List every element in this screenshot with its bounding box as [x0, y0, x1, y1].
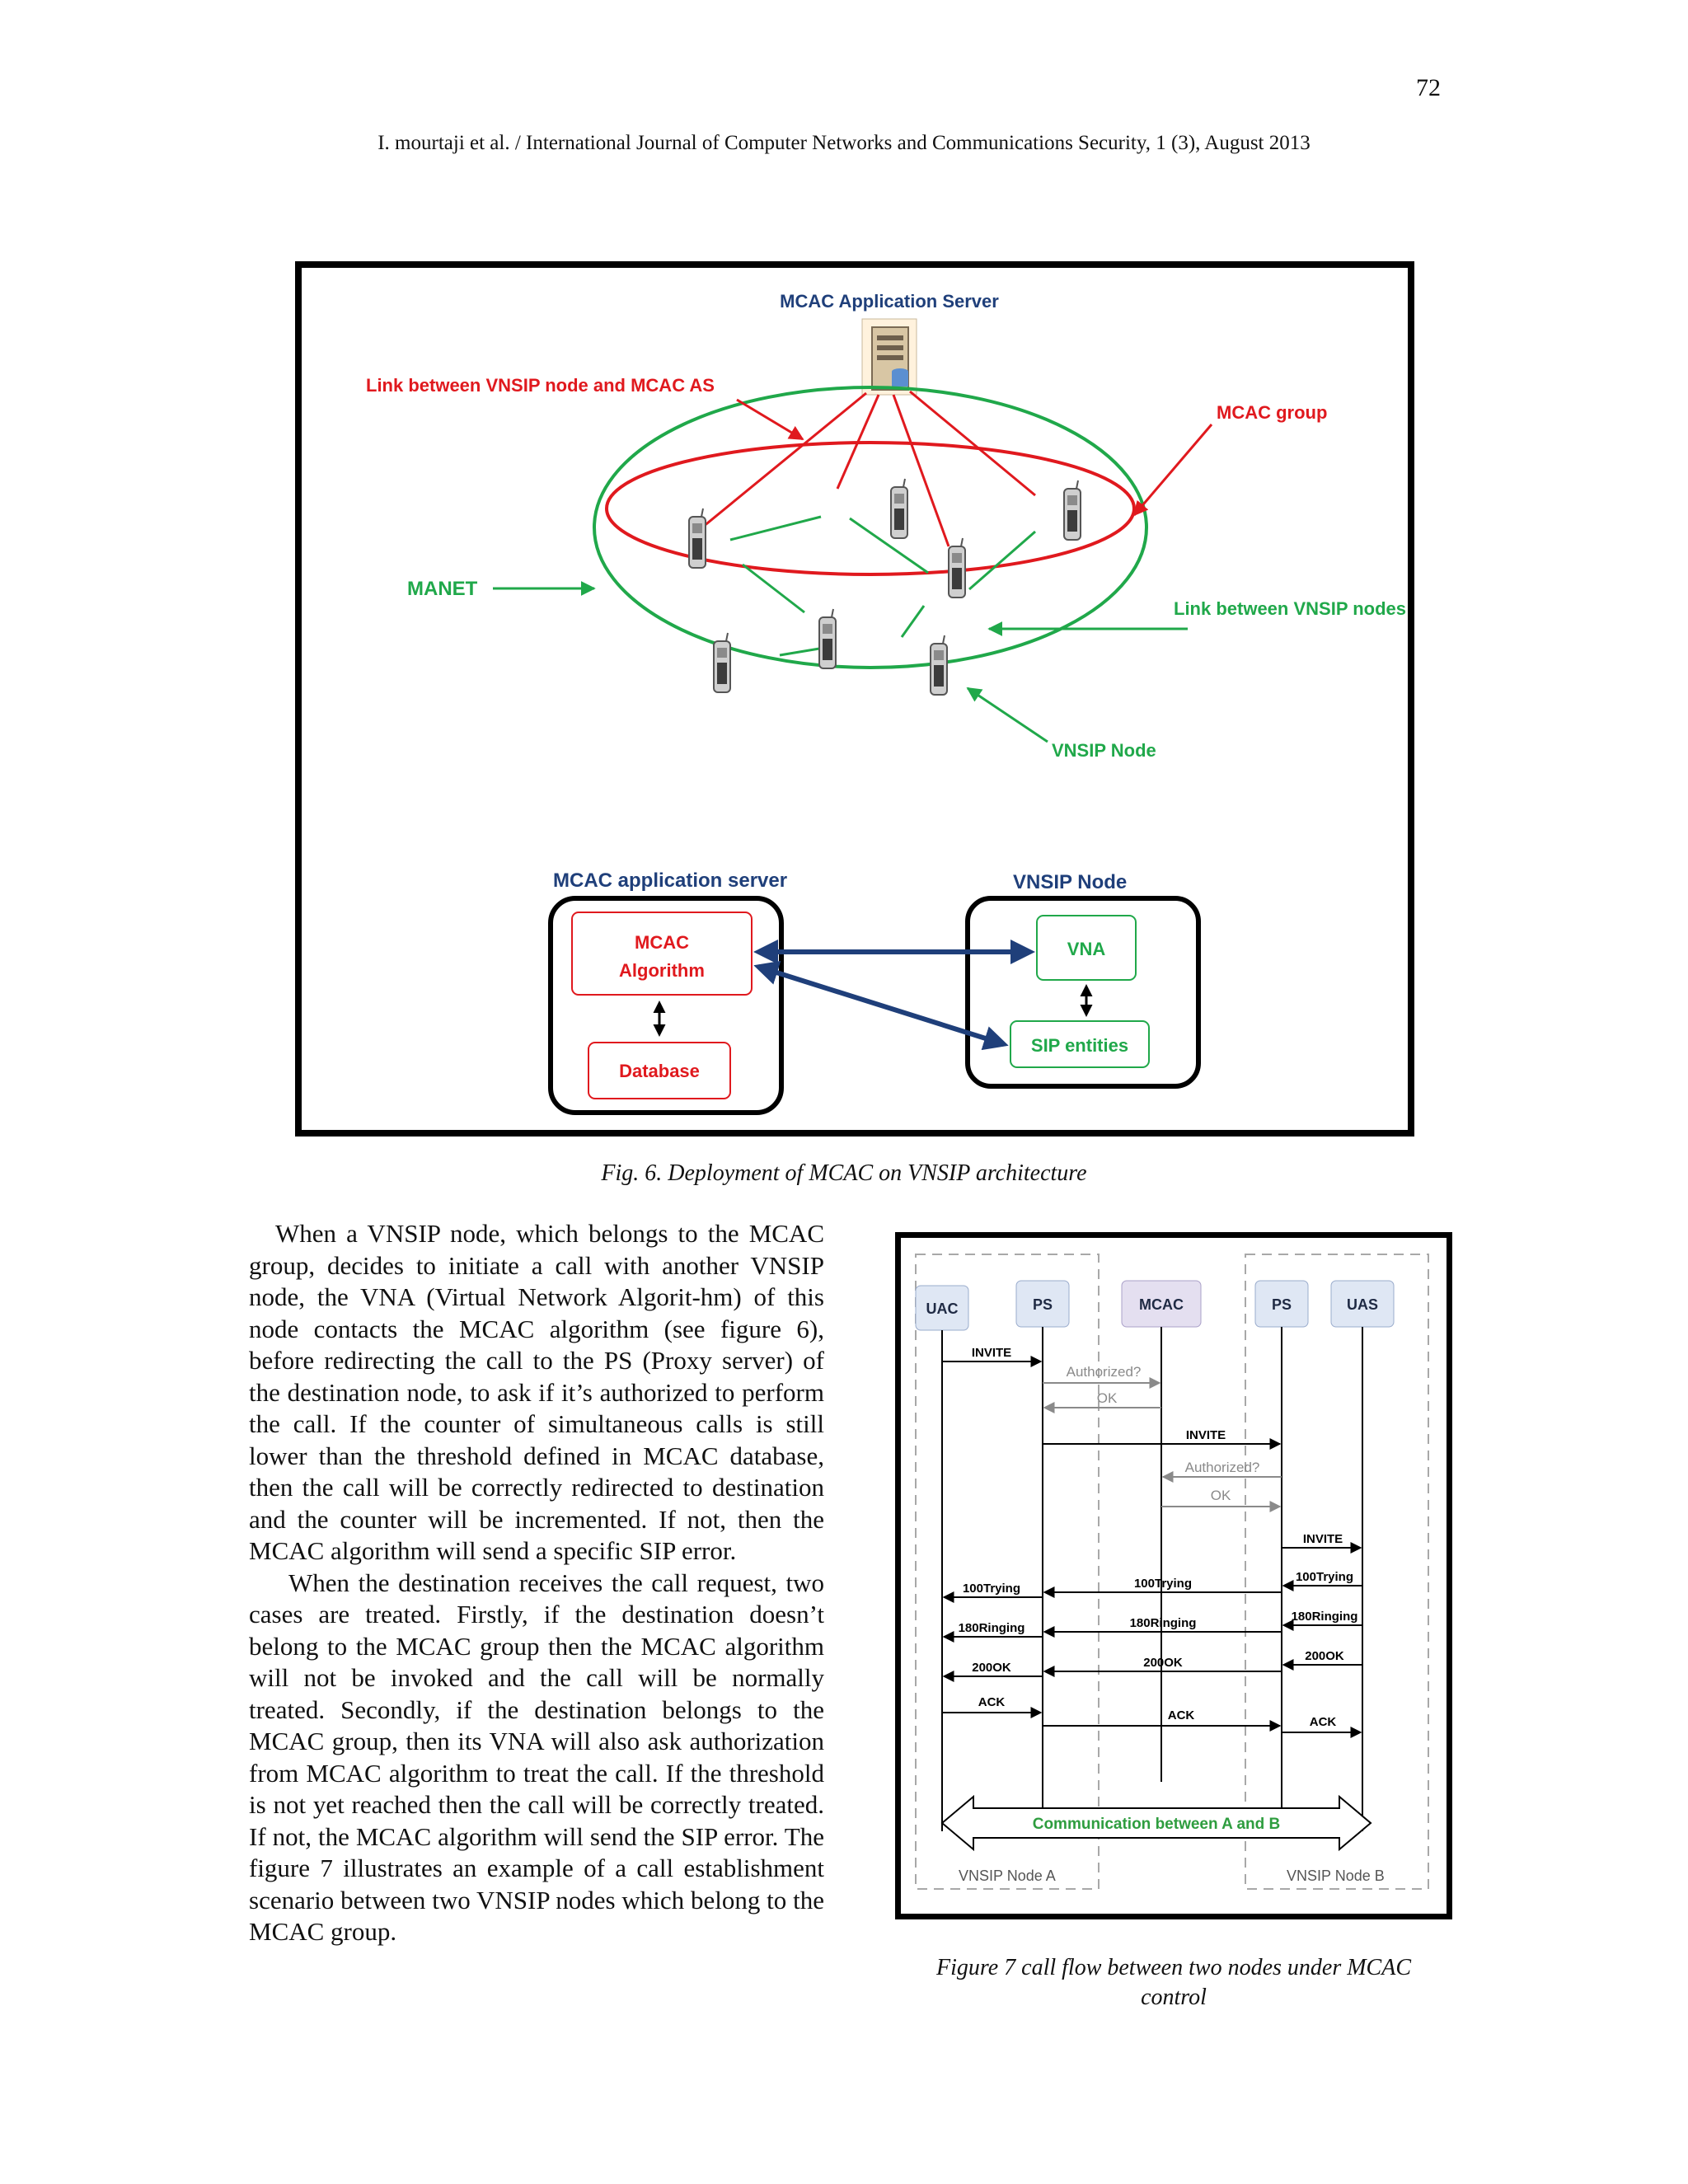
node-title: VNSIP Node: [1013, 871, 1127, 893]
node-b-label: VNSIP Node B: [1287, 1868, 1385, 1884]
figure-6: MCAC Application Server Link bet: [295, 261, 1414, 1137]
msg-trying-uac: 100Trying: [963, 1582, 1020, 1596]
msg-ok-1: OK: [1097, 1390, 1118, 1406]
msg-authorized-1: Authorized?: [1067, 1364, 1142, 1380]
msg-authorized-2: Authorized?: [1185, 1460, 1260, 1475]
svg-text:UAC: UAC: [926, 1301, 959, 1317]
svg-text:PS: PS: [1033, 1296, 1053, 1313]
msg-200ok-uac: 200OK: [972, 1661, 1011, 1675]
node-b-region: [1245, 1254, 1429, 1890]
mcac-group-label: MCAC group: [1217, 402, 1327, 423]
communication-label: Communication between A and B: [1033, 1816, 1281, 1833]
phone-icon: [713, 632, 731, 693]
sip-entities-box: [1010, 1020, 1150, 1068]
communication-arrow: [940, 1794, 1372, 1852]
vnsip-node-label: VNSIP Node: [1052, 740, 1156, 761]
node-a-region: [915, 1254, 1100, 1890]
msg-invite-3: INVITE: [1303, 1532, 1343, 1546]
link-nodes-label: Link between VNSIP nodes: [1174, 598, 1406, 619]
msg-ack-2: ACK: [1168, 1708, 1195, 1722]
msg-200ok-mid: 200OK: [1143, 1656, 1183, 1670]
figure-7: UAC PS MCAC PS UAS INVITE: [895, 1232, 1452, 1919]
msg-invite-2: INVITE: [1186, 1428, 1226, 1442]
entity-ps-b: PS: [1254, 1280, 1309, 1328]
phone-icon: [930, 635, 948, 696]
msg-ok-2: OK: [1211, 1488, 1231, 1503]
algorithm-line1: MCAC: [635, 932, 689, 953]
phone-icon: [688, 508, 706, 569]
entity-uac: UAC: [915, 1285, 969, 1331]
msg-trying-mid: 100Trying: [1134, 1577, 1192, 1591]
vna-box: [1036, 915, 1137, 981]
algorithm-sip-link: [753, 960, 1009, 1051]
msg-ack-1: ACK: [978, 1695, 1006, 1709]
svg-text:MCAC: MCAC: [1139, 1296, 1184, 1313]
node-links: [729, 515, 1036, 657]
running-head: I. mourtaji et al. / International Journ…: [377, 132, 1311, 154]
database-label: Database: [619, 1061, 700, 1081]
mcac-algorithm-box: [571, 912, 753, 996]
manet-label: MANET: [407, 578, 478, 600]
vna-label: VNA: [1067, 939, 1106, 959]
entity-uas: UAS: [1330, 1280, 1395, 1328]
sip-entities-label: SIP entities: [1031, 1035, 1128, 1056]
figure-7-caption: Figure 7 call flow between two nodes und…: [895, 1953, 1452, 2013]
node-a-label: VNSIP Node A: [959, 1868, 1056, 1884]
as-links: [688, 390, 1036, 547]
svg-text:PS: PS: [1272, 1296, 1292, 1313]
link-as-label: Link between VNSIP node and MCAC AS: [366, 375, 715, 396]
lifelines: [941, 1327, 1363, 1831]
phone-icon: [948, 537, 966, 598]
paragraph: When the destination receives the call r…: [249, 1568, 824, 1947]
entity-mcac: MCAC: [1121, 1280, 1202, 1328]
body-text: When a VNSIP node, which belongs to the …: [249, 1218, 824, 1948]
msg-invite-1: INVITE: [972, 1346, 1011, 1360]
msg-ack-3: ACK: [1310, 1715, 1337, 1729]
figure-7-diagram: UAC PS MCAC PS UAS INVITE: [915, 1254, 1429, 1890]
server-icon: [861, 318, 917, 396]
server-label: MCAC Application Server: [780, 291, 999, 312]
msg-ringing-uac: 180Ringing: [959, 1621, 1025, 1635]
page-number: 72: [1416, 74, 1441, 101]
entity-ps-a: PS: [1015, 1280, 1070, 1328]
node-box: [965, 896, 1201, 1089]
phone-icon: [890, 478, 908, 539]
mcac-group-ellipse: [605, 441, 1136, 576]
msg-trying-uas: 100Trying: [1296, 1570, 1353, 1584]
msg-ringing-uas: 180Ringing: [1292, 1610, 1358, 1624]
svg-text:UAS: UAS: [1347, 1296, 1378, 1313]
algorithm-line2: Algorithm: [619, 960, 705, 981]
as-title: MCAC application server: [553, 869, 787, 892]
figure-6-diagram: MCAC Application Server Link bet: [366, 291, 1406, 1115]
phone-icon: [1063, 480, 1081, 541]
msg-ringing-mid: 180Ringing: [1130, 1616, 1197, 1630]
msg-200ok-uas: 200OK: [1305, 1649, 1344, 1663]
caption-line: Figure 7 call flow between two nodes und…: [935, 1955, 1411, 1980]
manet-ellipse: [593, 386, 1148, 669]
figure-6-caption: Fig. 6. Deployment of MCAC on VNSIP arch…: [601, 1160, 1087, 1186]
caption-line: control: [1141, 1985, 1207, 2010]
database-box: [588, 1042, 731, 1099]
phone-icon: [818, 608, 837, 669]
paragraph: When a VNSIP node, which belongs to the …: [249, 1219, 824, 1565]
